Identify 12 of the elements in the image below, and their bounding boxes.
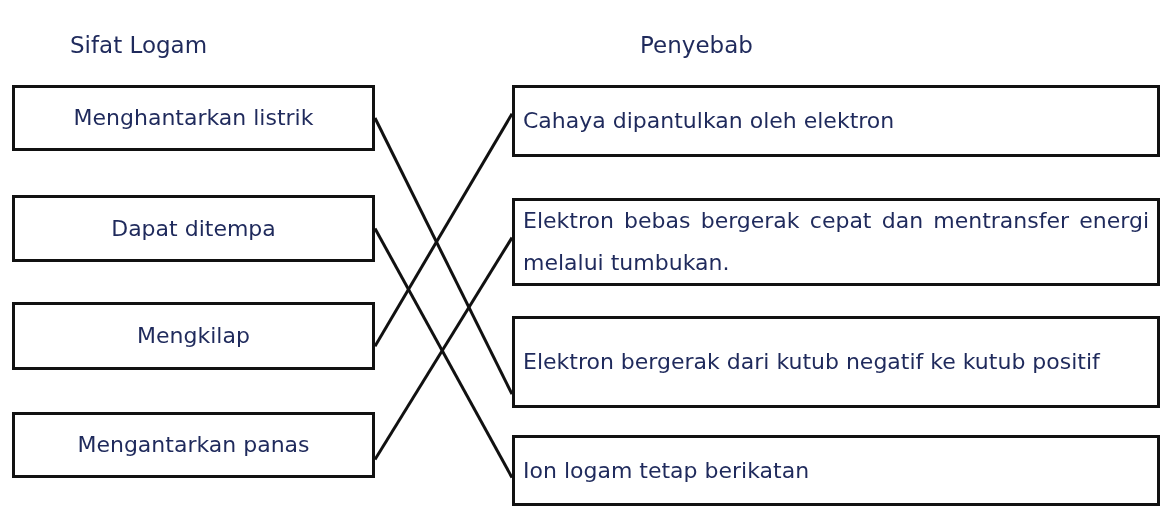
text-box: Dapat ditempa xyxy=(12,195,375,262)
column-heading: Penyebab xyxy=(640,31,753,60)
text-box: Cahaya dipantulkan oleh elektron xyxy=(512,85,1160,157)
text-box: Menghantarkan listrik xyxy=(12,85,375,151)
text-box: Mengkilap xyxy=(12,302,375,370)
connector-line xyxy=(373,117,514,395)
text-box: Mengantarkan panas xyxy=(12,412,375,478)
text-box: Elektron bebas bergerak cepat dan mentransfer energi melalui tumbukan. xyxy=(512,198,1160,286)
connector-line xyxy=(373,113,514,347)
text-box: Ion logam tetap berikatan xyxy=(512,435,1160,506)
column-heading: Sifat Logam xyxy=(70,31,208,60)
text-box: Elektron bergerak dari kutub negatif ke kutub positif xyxy=(512,316,1160,408)
